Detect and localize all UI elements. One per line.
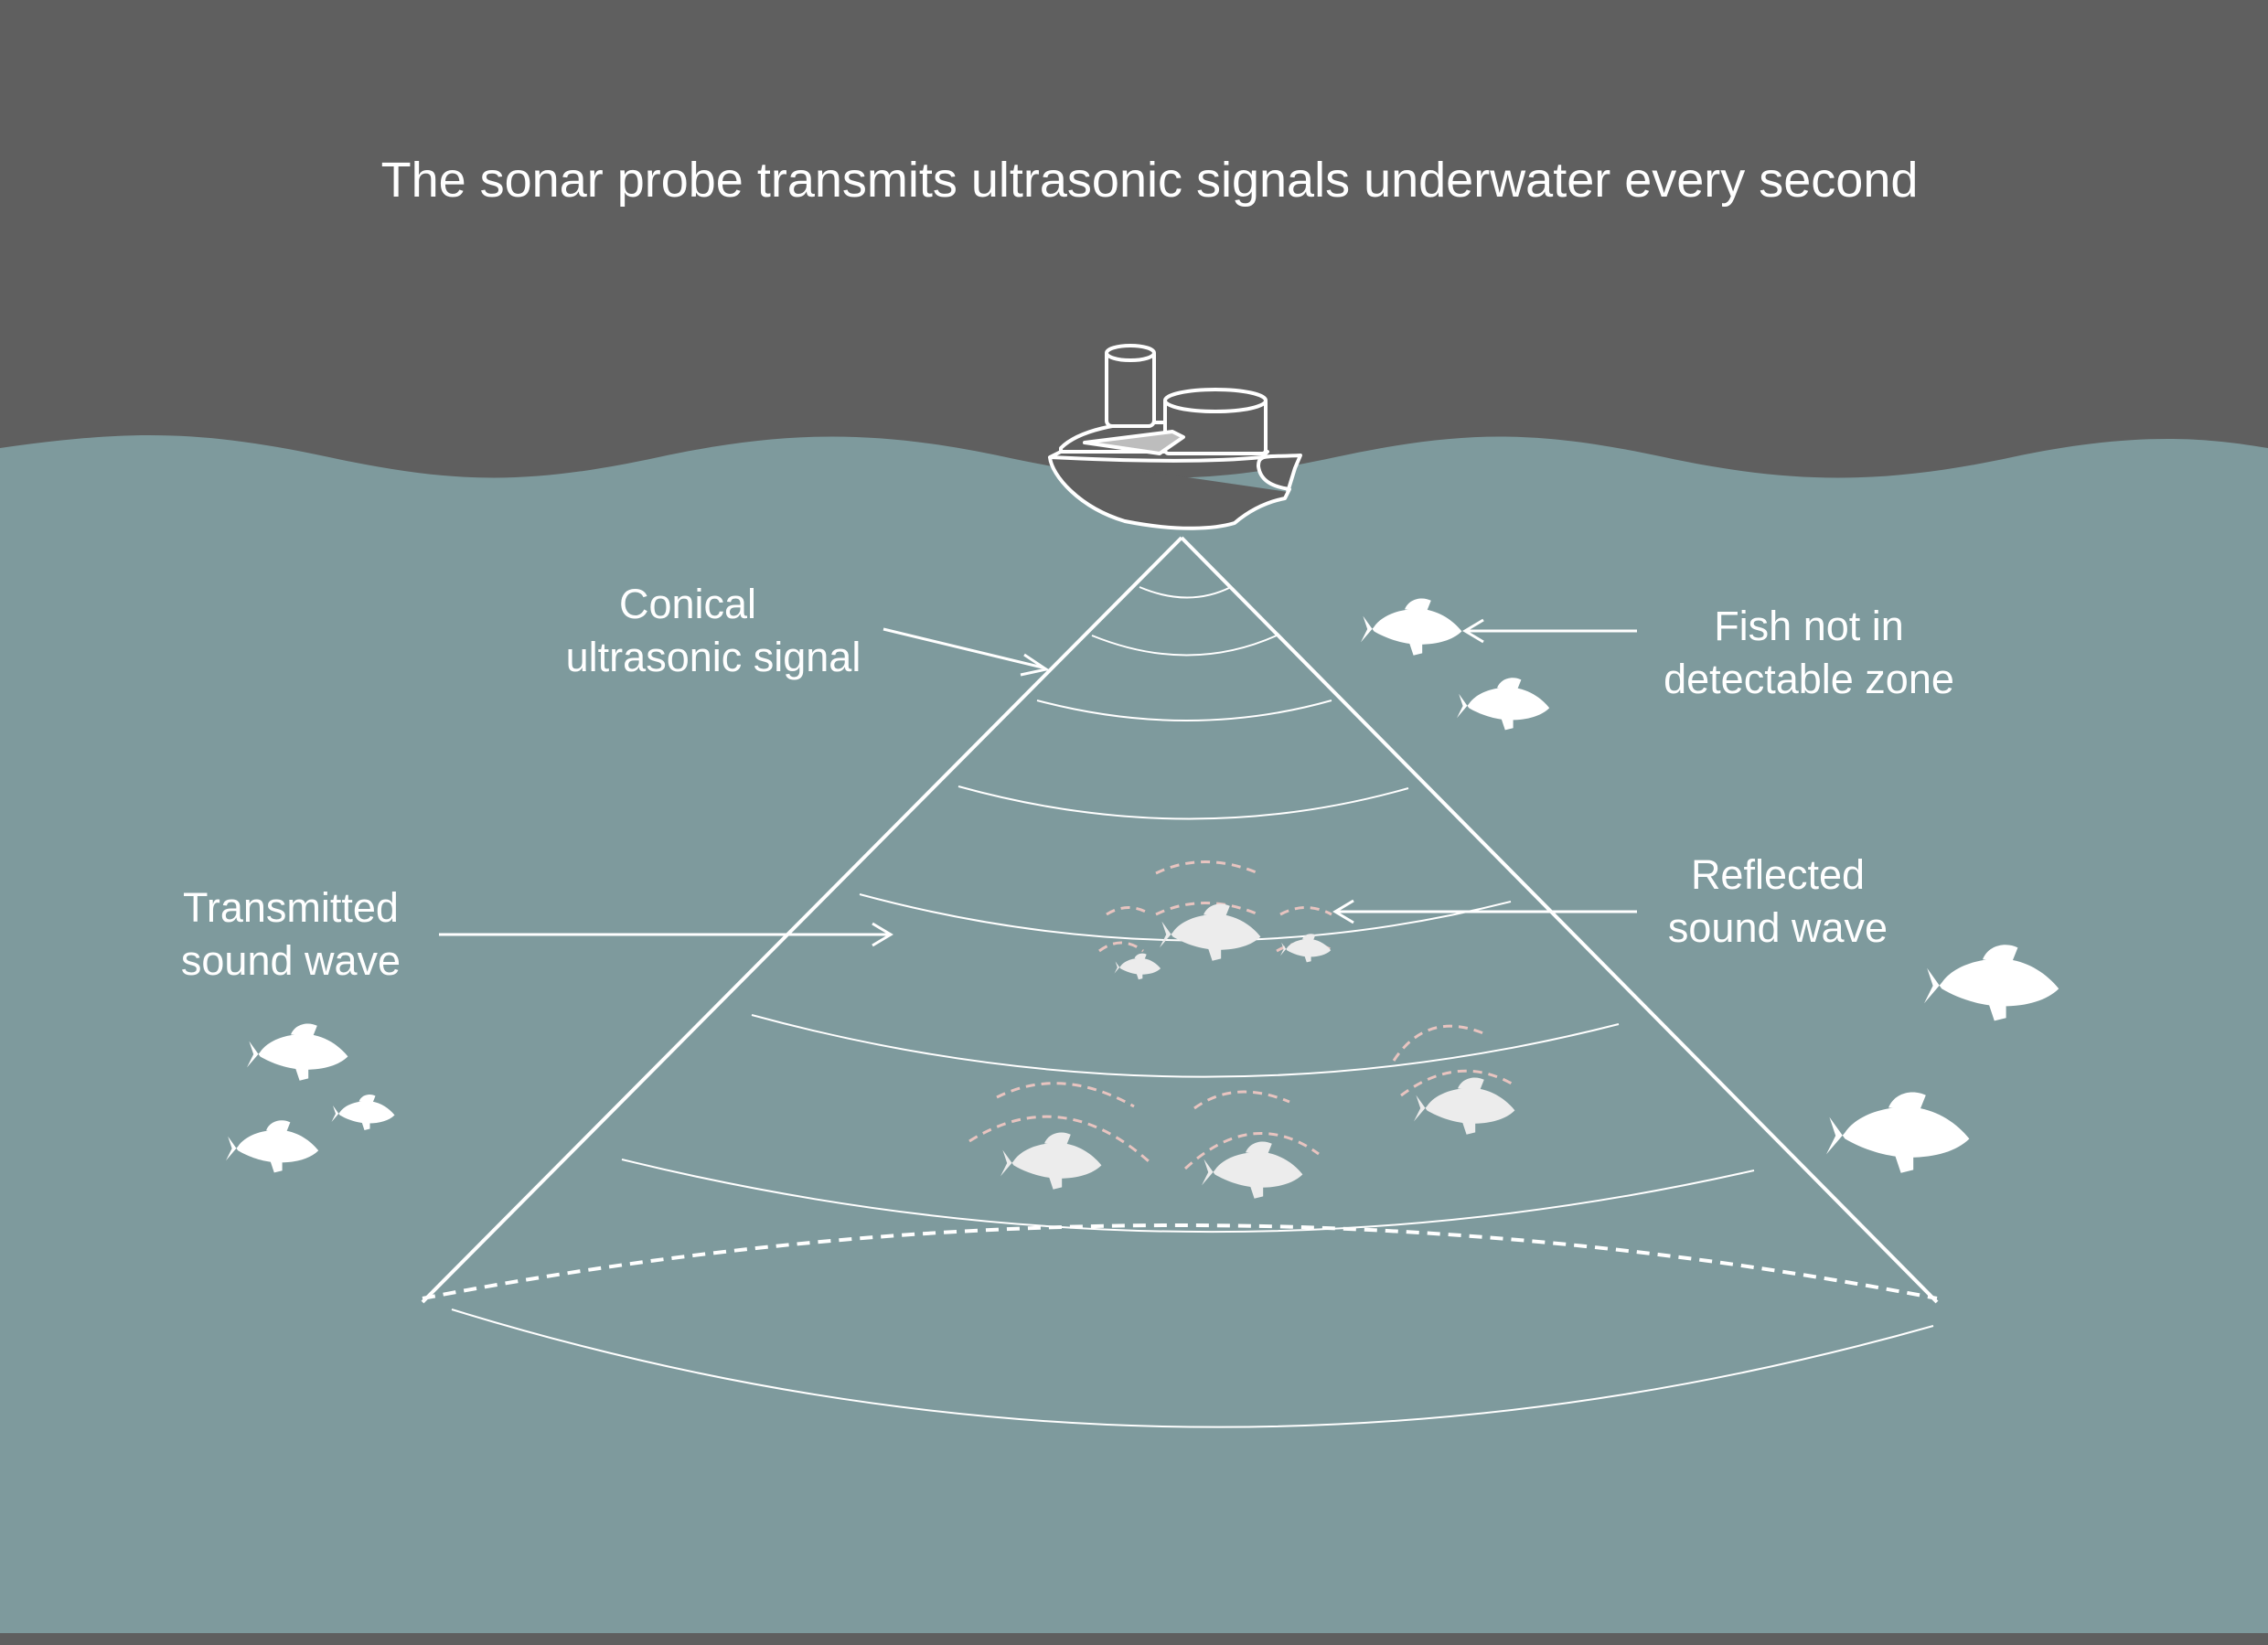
label-reflected-wave-line1: Reflected <box>1691 851 1865 898</box>
boat-icon <box>1048 344 1302 530</box>
bottom-border <box>0 1633 2268 1645</box>
sonar-cone <box>421 536 1939 1304</box>
label-fish-not-detectable-line1: Fish not in <box>1714 603 1904 649</box>
label-conical-signal-line2: ultrasonic signal <box>566 634 861 680</box>
callout-arrows <box>439 618 1637 947</box>
diagram-title: The sonar probe transmits ultrasonic sig… <box>381 153 1919 208</box>
water-body <box>0 435 2268 1633</box>
label-conical-signal-line1: Conical <box>619 581 756 627</box>
label-reflected-wave-line2: sound wave <box>1668 904 1888 951</box>
label-fish-not-detectable-line2: detectable zone <box>1664 656 1954 702</box>
label-transmitted-wave-line2: sound wave <box>181 937 401 984</box>
label-transmitted-wave-line1: Transmitted <box>183 884 399 931</box>
